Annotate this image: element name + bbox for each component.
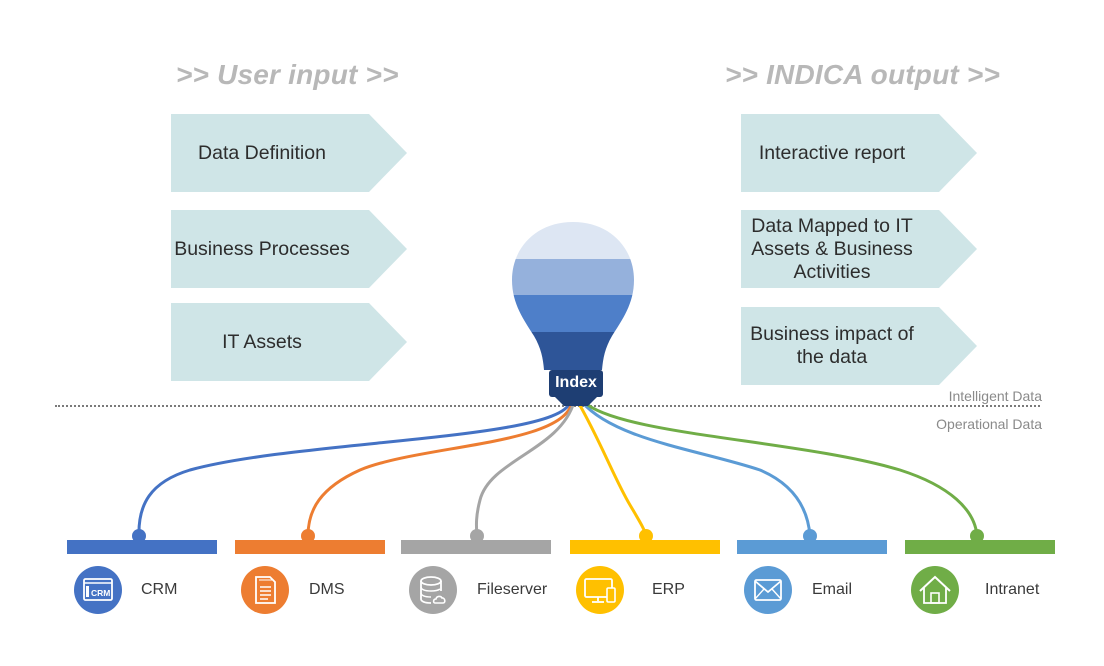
crm-window-icon: CRM: [74, 566, 122, 614]
bulb-band-2: [512, 259, 634, 295]
bulb-socket: [549, 370, 603, 397]
wire-dot-dms: [301, 529, 315, 543]
house-icon: [911, 566, 959, 614]
erp-bar: [570, 540, 720, 554]
erp-label: ERP: [652, 581, 685, 598]
chevron-shape: [171, 114, 407, 192]
output-chevron-business-impact: Business impact of the data: [741, 307, 977, 385]
chevron-label: Business impact of the data: [750, 323, 914, 368]
database-cloud-icon: [409, 566, 457, 614]
bulb-band-3: [512, 295, 634, 332]
chevron-shape: [741, 114, 977, 192]
zone-divider: [55, 405, 1040, 407]
wire-dms: [306, 401, 574, 537]
chevron-label: Interactive report: [758, 141, 906, 164]
intranet-label: Intranet: [985, 581, 1040, 598]
input-chevron-business-processes: Business Processes: [171, 210, 407, 288]
indica-output-title: >> INDICA output >>: [725, 59, 1001, 90]
chevron-label: Data Definition: [198, 141, 326, 164]
wire-dot-erp: [639, 529, 653, 543]
crm-bar: [67, 540, 217, 554]
bulb-tip: [554, 396, 598, 406]
operational-data-label: Operational Data: [936, 416, 1042, 432]
dms-label: DMS: [309, 581, 345, 598]
svg-text:CRM: CRM: [91, 588, 110, 598]
wire-fileserver: [474, 401, 576, 537]
input-chevron-it-assets: IT Assets: [171, 303, 407, 381]
intranet-bar: [905, 540, 1055, 554]
chevron-label: Data Mapped to IT Assets & Business Acti…: [751, 214, 913, 283]
wire-dot-fileserver: [470, 529, 484, 543]
dms-bar: [235, 540, 385, 554]
wire-erp: [576, 401, 648, 537]
input-chevron-data-definition: Data Definition: [171, 114, 407, 192]
wire-dot-intranet: [970, 529, 984, 543]
index-label: Index: [555, 374, 597, 391]
chevron-shape: [171, 303, 407, 381]
intelligent-data-label: Intelligent Data: [948, 388, 1042, 404]
fileserver-bar: [401, 540, 551, 554]
document-icon: [241, 566, 289, 614]
output-chevron-data-mapped: Data Mapped to IT Assets & Business Acti…: [741, 210, 977, 288]
wire-email: [580, 401, 812, 537]
wire-dot-crm: [132, 529, 146, 543]
bulb-band-1: [512, 222, 634, 259]
fileserver-label: Fileserver: [477, 581, 548, 598]
chevron-label: Business Processes: [174, 237, 350, 260]
crm-label: CRM: [141, 581, 178, 598]
wire-crm: [137, 401, 572, 537]
envelope-icon: [744, 566, 792, 614]
chevron-shape: [741, 210, 977, 288]
bulb-band-4: [512, 332, 634, 370]
email-label: Email: [812, 581, 853, 598]
wire-intranet: [582, 400, 979, 537]
wire-dot-email: [803, 529, 817, 543]
email-bar: [737, 540, 887, 554]
desktop-computer-icon: [576, 566, 624, 614]
chevron-shape: [741, 307, 977, 385]
chevron-label: IT Assets: [222, 330, 302, 353]
user-input-title: >> User input >>: [176, 59, 399, 90]
output-chevron-interactive-report: Interactive report: [741, 114, 977, 192]
chevron-shape: [171, 210, 407, 288]
